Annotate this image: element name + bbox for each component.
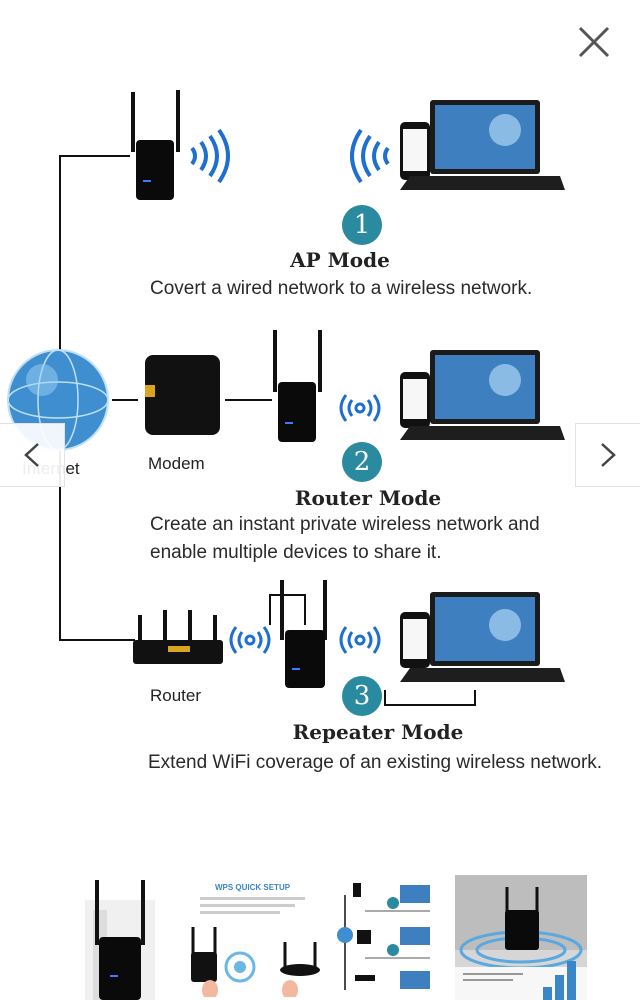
wifi-waves-out bbox=[190, 128, 230, 184]
mode-number-badge: 3 bbox=[342, 676, 382, 716]
wifi-waves-in bbox=[350, 128, 390, 184]
extender-repeater-mode bbox=[280, 580, 327, 688]
close-button[interactable] bbox=[570, 18, 618, 66]
router-device bbox=[133, 610, 223, 664]
router-mode-description-line2: enable multiple devices to share it. bbox=[150, 542, 442, 563]
chevron-left-icon bbox=[24, 443, 39, 467]
laptop-repeater bbox=[400, 592, 565, 682]
wifi-waves-right bbox=[339, 626, 381, 654]
ap-mode-title: AP Mode bbox=[290, 248, 390, 272]
repeater-mode-title: Repeater Mode bbox=[292, 720, 464, 744]
mode-number-badge: 1 bbox=[342, 205, 382, 245]
modem-device bbox=[145, 355, 220, 435]
ap-mode-description: Covert a wired network to a wireless net… bbox=[150, 278, 533, 299]
wifi-waves-mid bbox=[339, 394, 381, 422]
wifi-waves-left bbox=[229, 626, 271, 654]
mode-number-badge: 2 bbox=[342, 442, 382, 482]
laptop-ap bbox=[400, 100, 565, 190]
router-mode-description-line1: Create an instant private wireless netwo… bbox=[150, 514, 540, 535]
phone-repeater bbox=[400, 612, 430, 668]
next-image-button[interactable] bbox=[575, 423, 640, 487]
thumbnail-1[interactable] bbox=[85, 875, 155, 1000]
router-mode-title: Router Mode bbox=[294, 486, 442, 510]
extender-router-mode bbox=[273, 330, 322, 442]
extender-ap-mode bbox=[131, 90, 180, 200]
product-image-diagram: 1 2 3 AP Mode Covert a wired network to … bbox=[0, 80, 640, 800]
previous-image-button[interactable] bbox=[0, 423, 65, 487]
modem-label: Modem bbox=[148, 454, 205, 473]
laptop-router bbox=[400, 350, 565, 440]
thumbnail-3[interactable] bbox=[335, 875, 440, 1000]
thumbnail-caption: WPS QUICK SETUP bbox=[214, 883, 291, 892]
close-icon bbox=[578, 26, 610, 58]
chevron-right-icon bbox=[601, 443, 616, 467]
repeater-mode-description: Extend WiFi coverage of an existing wire… bbox=[148, 752, 603, 773]
phone-ap bbox=[400, 122, 430, 180]
thumbnail-2[interactable]: WPS QUICK SETUP bbox=[185, 875, 320, 1000]
thumbnail-4[interactable] bbox=[455, 875, 587, 1000]
router-label: Router bbox=[150, 686, 202, 705]
phone-router bbox=[400, 372, 430, 428]
